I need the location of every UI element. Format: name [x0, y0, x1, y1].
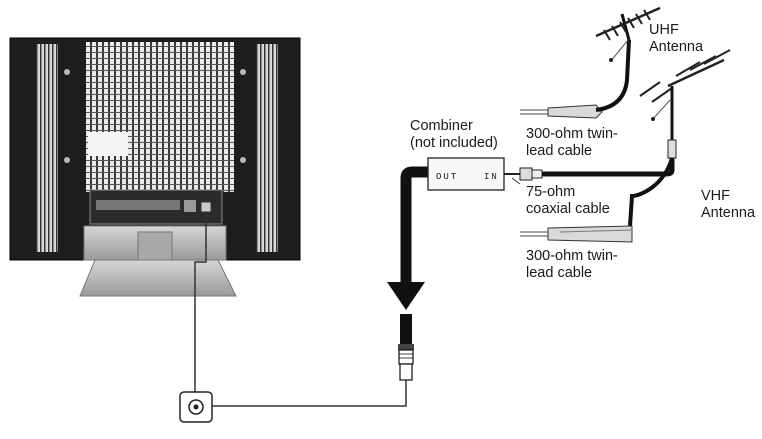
tv-screw [240, 157, 246, 163]
vhf-antenna [628, 49, 731, 227]
coax-connector [504, 167, 543, 181]
vhf-label-line1: VHF [701, 188, 730, 204]
vhf-label-line2: Antenna [701, 205, 756, 221]
combiner-in-port: IN [484, 172, 499, 182]
uhf-twin-lead-cable [520, 39, 631, 119]
combiner-label-line2: (not included) [410, 135, 498, 151]
tv-vent-grille [86, 42, 234, 192]
tv-antenna-jack [200, 201, 212, 213]
tv-right-speaker-grille [256, 44, 278, 252]
twin-lead-top-line1: 300-ohm twin- [526, 126, 618, 142]
uhf-antenna-label: UHF Antenna [649, 22, 703, 56]
tv-screw [64, 69, 70, 75]
twin-lead-bottom-line2: lead cable [526, 265, 593, 281]
wall-antenna-jack [179, 391, 213, 423]
vhf-twin-lead-cable [520, 225, 633, 243]
tv-jack-block [184, 200, 196, 212]
tv-vent-label-area [88, 132, 128, 156]
f-connector-plug [398, 314, 414, 381]
tv-jack-row [96, 200, 180, 210]
coax-label-line1: 75-ohm [526, 184, 576, 200]
coax-cable-label: 75-ohm coaxial cable [526, 184, 610, 218]
twin-lead-top-line2: lead cable [526, 143, 593, 159]
twin-lead-top-label: 300-ohm twin- lead cable [526, 126, 618, 160]
tv-left-speaker-grille [36, 44, 58, 252]
combiner-label-line1: Combiner [410, 118, 473, 134]
combiner-label: Combiner (not included) [410, 118, 498, 152]
tv-rear-view [9, 37, 301, 297]
coax-label-line2: coaxial cable [526, 201, 610, 217]
twin-lead-bottom-label: 300-ohm twin- lead cable [526, 248, 618, 282]
twin-lead-bottom-line1: 300-ohm twin- [526, 248, 618, 264]
vhf-antenna-label: VHF Antenna [701, 188, 755, 222]
combiner-out-port: OUT [436, 172, 459, 182]
tv-screw [240, 69, 246, 75]
coax-label-line [511, 177, 521, 185]
wall-to-connector-cable [212, 380, 407, 407]
combiner-box [427, 157, 505, 191]
uhf-label-line2: Antenna [649, 39, 704, 55]
uhf-antenna [595, 6, 661, 63]
combiner-output-cable [400, 166, 432, 282]
tv-screw [64, 157, 70, 163]
tv-to-wall-cable [194, 212, 207, 395]
downward-arrow [387, 282, 425, 310]
tv-stand-base [79, 259, 237, 297]
uhf-label-line1: UHF [649, 22, 679, 38]
